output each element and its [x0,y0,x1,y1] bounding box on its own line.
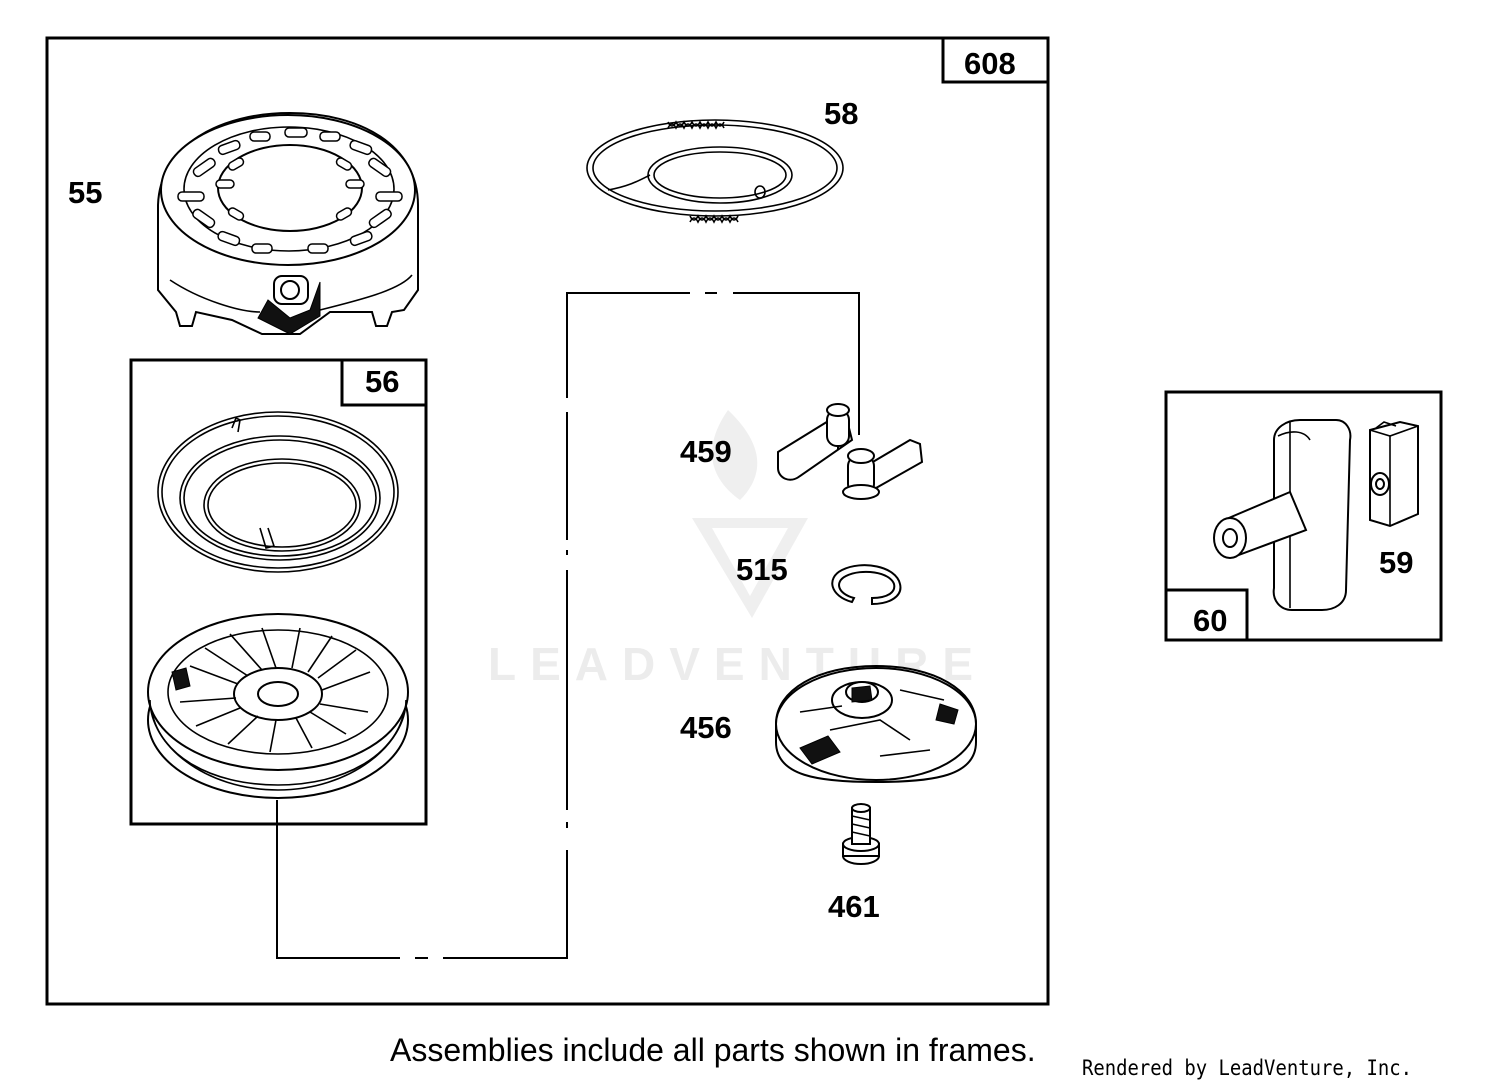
starter-pulley-part [147,613,409,799]
watermark-logo [692,410,808,618]
assembly-leader-lines [276,292,860,959]
callout-58: 58 [824,96,858,131]
callout-515: 515 [736,552,788,587]
assembly-frame-60 [1164,390,1443,642]
frame-tag-608: 608 [964,46,1016,81]
rope-insert-part [1369,420,1419,528]
retainer-screw-part [842,803,880,865]
starter-rope-part [586,119,844,224]
frame-tag-608-box [941,36,1050,84]
starter-handle-part [1213,419,1352,611]
callout-456: 456 [680,710,732,745]
render-credit: Rendered by LeadVenture, Inc. [1082,1056,1412,1080]
callout-459: 459 [680,434,732,469]
callout-461: 461 [828,889,880,924]
starter-pawls-part [777,403,924,500]
assembly-frame-608 [45,36,1050,1006]
callout-59: 59 [1379,545,1413,580]
callout-55: 55 [68,175,102,210]
retaining-ring-part [831,564,902,606]
ratchet-retainer-part [775,664,977,784]
frame-tag-56-box [340,358,428,407]
assembly-frame-56 [129,358,428,826]
frame-tag-56: 56 [365,364,399,399]
recoil-spring-part [157,411,399,573]
frame-tag-60-box [1164,588,1249,642]
frame-tag-60: 60 [1193,603,1227,638]
blower-housing-part [157,111,419,335]
assemblies-footnote: Assemblies include all parts shown in fr… [390,1032,1036,1068]
